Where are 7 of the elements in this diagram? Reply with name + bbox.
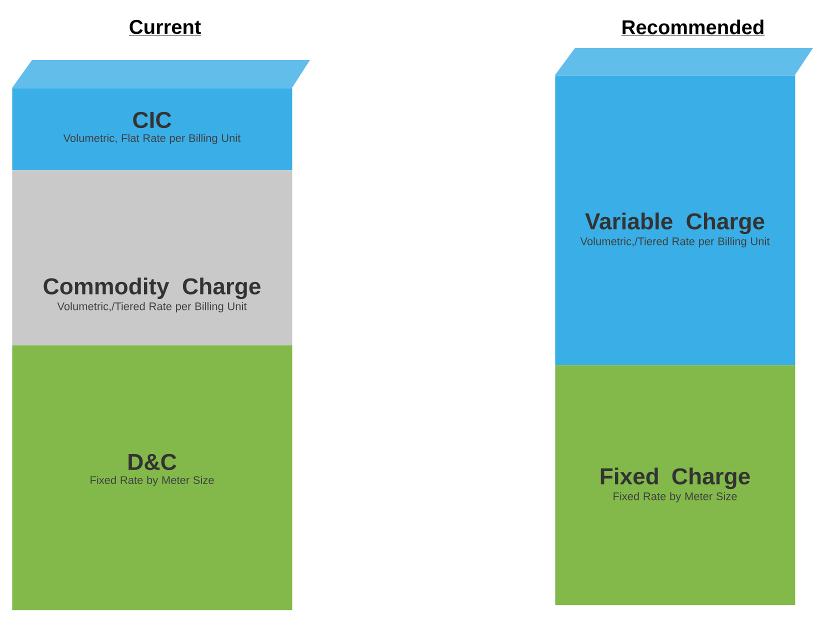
column-heading: Recommended (621, 20, 765, 36)
stack-segment: D&C Fixed Rate by Meter Size (12, 345, 292, 610)
stack-segment: CIC Volumetric, Flat Rate per Billing Unit (12, 88, 292, 170)
column-heading: Current (128, 20, 202, 36)
stack-segment: Variable Charge Volumetric,/Tiered Rate per Billing Unit (555, 75, 796, 366)
stack-segment: Fixed Charge Fixed Rate by Meter Size (555, 365, 796, 606)
stack-segment: Commodity Charge Volumetric,/Tiered Rate per Billing Unit (12, 170, 292, 346)
